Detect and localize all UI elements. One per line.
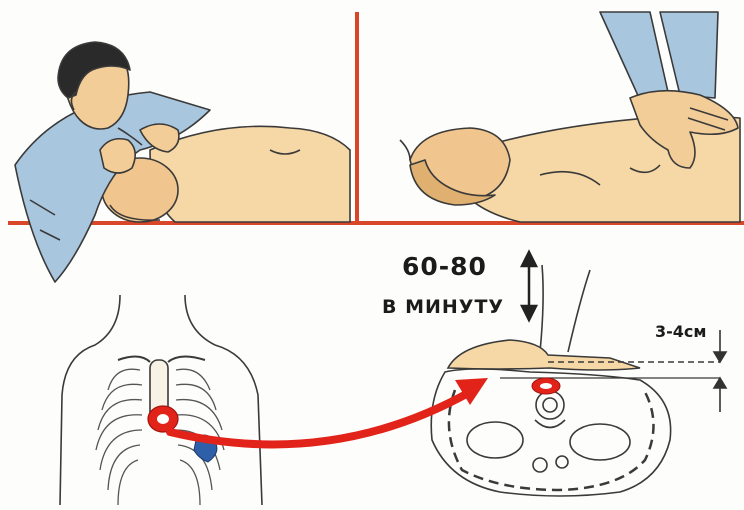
ribcage-figure [60, 295, 262, 505]
chest-compression-figure [400, 12, 740, 222]
rate-unit-label: В МИНУТУ [382, 296, 504, 318]
compression-point-marker [148, 406, 178, 432]
up-down-arrow-icon [522, 252, 536, 320]
mouth-to-mouth-figure [15, 42, 350, 282]
rate-value-label: 60-80 [402, 252, 487, 281]
depth-label: 3-4см [655, 322, 706, 341]
sternum-target-marker [532, 378, 560, 394]
depth-marker-icon [714, 330, 726, 412]
